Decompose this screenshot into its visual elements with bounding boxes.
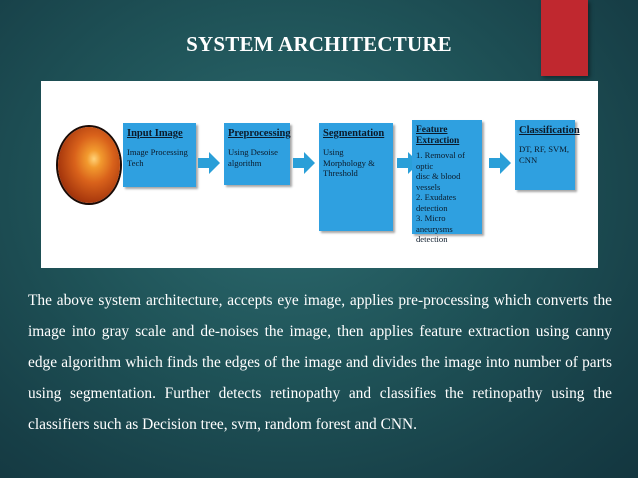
architecture-description: The above system architecture, accepts e…	[28, 292, 612, 433]
arrow-icon	[293, 152, 315, 174]
stage-title: Segmentation	[323, 128, 385, 139]
stage-segmentation: Segmentation Using Morphology & Threshol…	[319, 123, 393, 231]
stage-input-image: Input Image Image Processing Tech	[123, 123, 196, 187]
stage-classification: Classification DT, RF, SVM, CNN	[515, 120, 580, 190]
arrow-icon	[198, 152, 220, 174]
stage-description: Using Desoise algorithm	[228, 147, 278, 168]
stage-title: Feature Extraction	[416, 125, 460, 146]
stage-title: Preprocessing	[228, 128, 291, 139]
stage-description: 1. Removal of optic disc & blood vessels…	[416, 150, 465, 244]
stage-description: Using Morphology & Threshold	[323, 147, 375, 178]
stage-title: Input Image	[127, 128, 183, 139]
retina-fundus-image	[58, 127, 120, 203]
architecture-diagram: Input Image Image Processing Tech Prepro…	[41, 81, 598, 268]
stage-preprocessing: Preprocessing Using Desoise algorithm	[224, 123, 291, 185]
stage-feature-extraction: Feature Extraction 1. Removal of optic d…	[412, 120, 482, 244]
slide-title: SYSTEM ARCHITECTURE	[186, 32, 452, 56]
arrow-icon	[489, 152, 511, 174]
stage-description: DT, RF, SVM, CNN	[519, 144, 570, 165]
stage-description: Image Processing Tech	[127, 147, 188, 168]
accent-bar	[541, 0, 588, 76]
stage-title: Classification	[519, 125, 580, 136]
